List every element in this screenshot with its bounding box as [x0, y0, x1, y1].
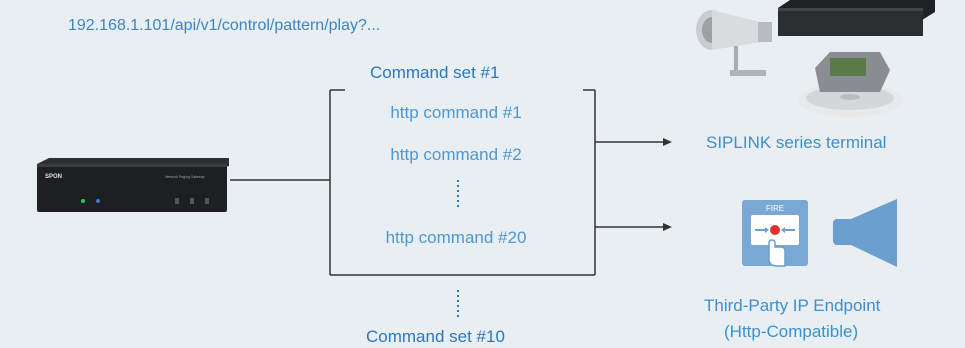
fire-label: FIRE — [766, 204, 784, 213]
http-command-20: http command #20 — [385, 228, 527, 247]
third-party-label-line1: Third-Party IP Endpoint — [704, 296, 881, 315]
paging-gateway-device: SPON Network Paging Gateway — [37, 158, 229, 212]
third-party-label-line2: (Http-Compatible) — [724, 322, 859, 341]
http-command-2: http command #2 — [390, 145, 522, 164]
device-brand: SPON — [45, 174, 62, 180]
siplink-terminals-image — [696, 0, 935, 117]
speaker-icon — [833, 199, 897, 267]
device-model: Network Paging Gateway — [165, 175, 205, 179]
command-set-last: Command set #10 — [366, 327, 505, 346]
command-set-first: Command set #1 — [370, 63, 500, 82]
siplink-label: SIPLINK series terminal — [706, 133, 887, 152]
api-url: 192.168.1.101/api/v1/control/pattern/pla… — [68, 17, 381, 34]
http-command-1: http command #1 — [390, 103, 522, 122]
fire-alarm-icon: FIRE — [742, 200, 808, 267]
